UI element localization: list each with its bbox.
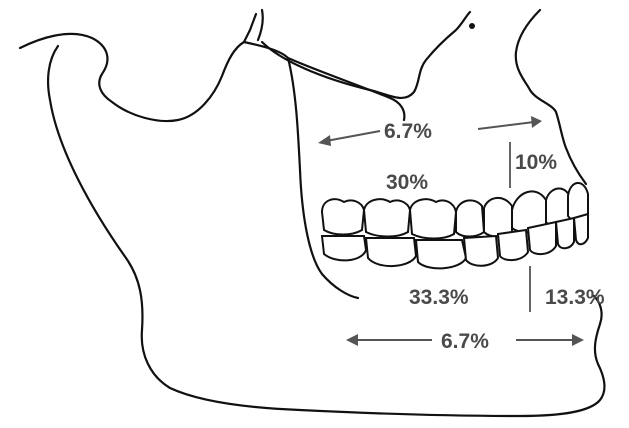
lower-molar-1 [322, 236, 366, 260]
upper-molar-3 [410, 199, 456, 238]
upper-premolar-1 [456, 200, 484, 236]
upper-posterior-label: 30% [386, 172, 428, 193]
lower-premolar-2 [498, 230, 528, 260]
lower-width-label: 6.7% [441, 331, 489, 352]
cheek-line [288, 58, 404, 120]
lower-incisor-1 [556, 218, 574, 248]
lower-premolar-1 [464, 236, 498, 266]
upper-molar-2 [364, 199, 410, 236]
upper-molar-1 [322, 199, 364, 234]
lower-incisor-2 [574, 214, 588, 244]
upper-anterior-label: 10% [515, 152, 557, 173]
lower-posterior-label: 33.3% [409, 287, 469, 308]
eye-socket-dot [469, 23, 475, 29]
upper-premolar-2 [484, 198, 512, 237]
lower-canine [528, 222, 556, 254]
lower-anterior-label: 13.3% [545, 287, 605, 308]
upper-width-label: 6.7% [384, 121, 432, 142]
lower-molar-2 [366, 238, 416, 266]
coronoid-ridge [244, 10, 263, 42]
lower-molar-3 [416, 240, 466, 268]
